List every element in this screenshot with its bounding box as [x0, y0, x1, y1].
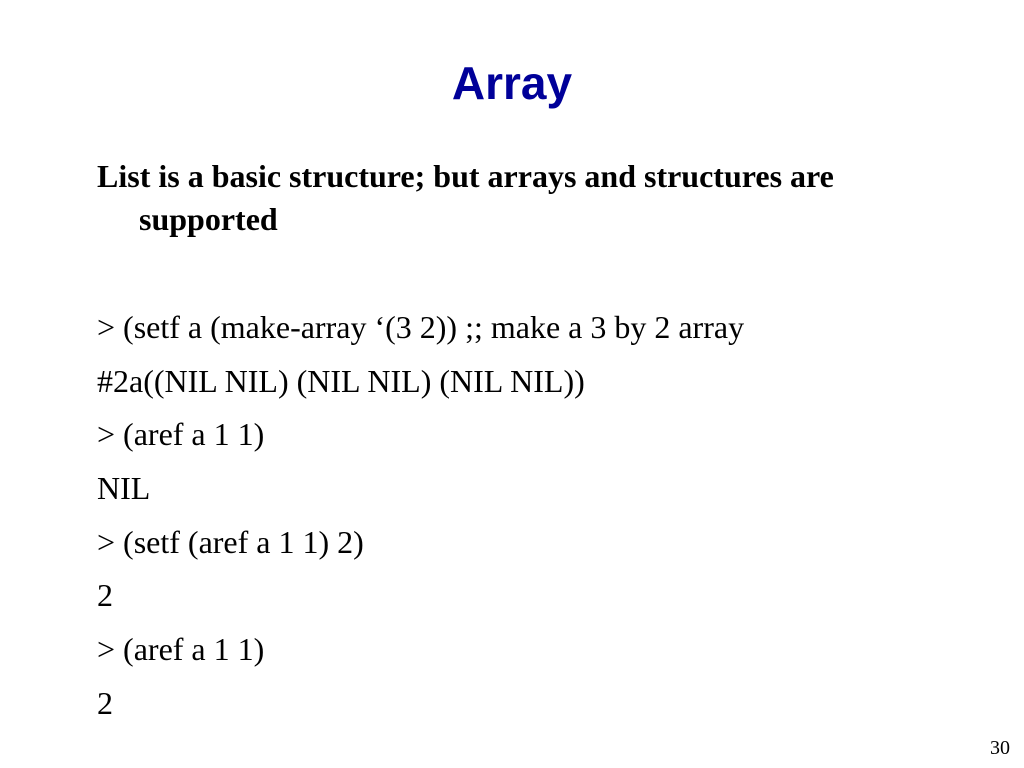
- slide-title: Array: [451, 57, 573, 109]
- code-line: 2: [97, 684, 113, 721]
- intro-paragraph: List is a basic structure; but arrays an…: [97, 158, 834, 237]
- code-line: 2: [97, 577, 113, 614]
- code-line: > (setf (aref a 1 1) 2): [97, 523, 364, 560]
- page-number: 30: [990, 737, 1010, 759]
- code-line: NIL: [97, 470, 151, 507]
- code-line: > (aref a 1 1): [97, 416, 265, 453]
- code-line: > (setf a (make-array ‘(3 2)) ;; make a …: [97, 309, 745, 345]
- code-line: > (aref a 1 1): [97, 631, 265, 668]
- code-line: #2a((NIL NIL) (NIL NIL) (NIL NIL)): [97, 362, 585, 399]
- code-listing: > (setf a (make-array ‘(3 2)) ;; make a …: [97, 303, 997, 733]
